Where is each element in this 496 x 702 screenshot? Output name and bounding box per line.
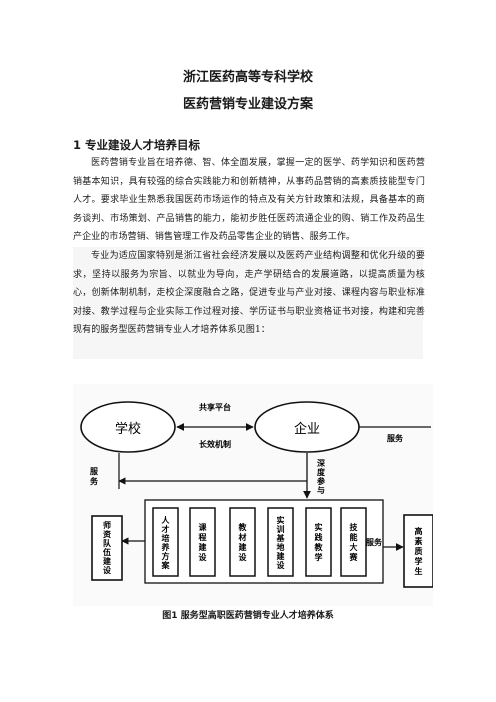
shared-platform-label: 共享平台	[199, 402, 231, 412]
module-label-6: 技能大赛	[349, 522, 359, 562]
talent-training-diagram: 学校 企业 共享平台 长效机制 服务 人才培养方案 课程建设 教材建设 实训基地建设 实…	[73, 384, 433, 606]
school-node	[80, 401, 176, 453]
teacher-team-box	[91, 515, 123, 581]
module-boxes: 人才培养方案 课程建设 教材建设 实训基地建设 实践教学 技能大赛	[152, 507, 367, 577]
teacher-team-label: 师资队伍建设	[102, 520, 112, 575]
section-heading: 1 专业建设人才培养目标	[73, 138, 201, 152]
module-box-1	[152, 507, 179, 577]
talent-label: 高素质学生	[415, 526, 423, 576]
deep-participation-label: 深度参与	[316, 458, 326, 495]
module-label-3: 教材建设	[238, 522, 248, 562]
module-label-1: 人才培养方案	[161, 515, 171, 570]
module-box-5	[305, 507, 332, 577]
long-mechanism-label: 长效机制	[199, 439, 231, 449]
service-left-label-vertical: 服务	[90, 467, 99, 486]
service-top-label: 服务	[387, 433, 404, 443]
document-title-line1: 浙江医药高等专科学校	[182, 70, 313, 85]
document-title-line2: 医药营销专业建设方案	[182, 97, 313, 112]
module-label-5: 实践教学	[314, 522, 324, 562]
module-label-2: 课程建设	[198, 522, 208, 562]
module-box-6	[340, 507, 367, 577]
figure-caption: 图1 服务型高职医药营销专业人才培养体系	[162, 611, 334, 621]
paragraph-1: 医药营销专业旨在培养德、智、体全面发展，掌握一定的医学、药学知识和医药营销基本知…	[73, 158, 425, 243]
paragraph-2-background	[73, 247, 423, 359]
school-label: 学校	[115, 421, 141, 437]
service-bottom-label: 服务	[366, 537, 383, 547]
module-box-4	[267, 507, 294, 577]
module-box-3	[229, 507, 256, 577]
talent-box	[403, 514, 433, 588]
module-box-2	[189, 507, 216, 577]
enterprise-label: 企业	[294, 421, 320, 437]
paragraph-2: 专业为适应国家特别是浙江省社会经济发展以及医药产业结构调整和优化升级的要求，坚持…	[73, 251, 425, 336]
module-label-4: 实训基地建设	[276, 515, 286, 570]
